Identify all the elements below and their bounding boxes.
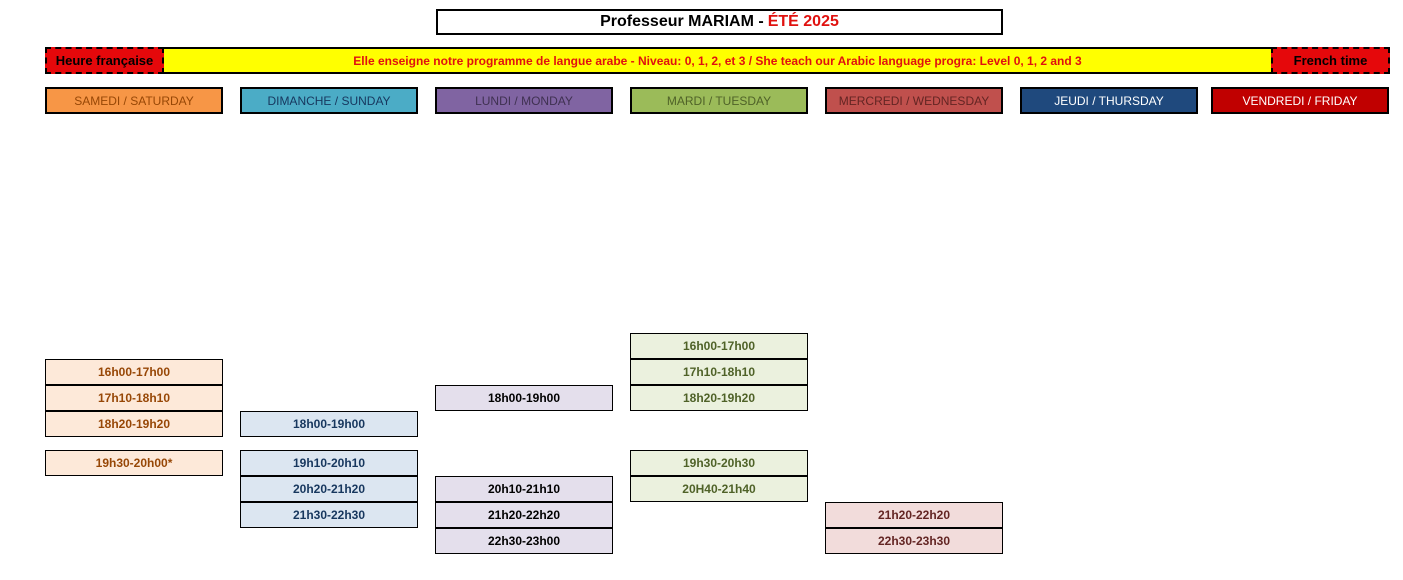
time-slot: 21h20-22h20 — [435, 502, 613, 528]
time-slot: 19h30-20h30 — [630, 450, 808, 476]
day-header-7: VENDREDI / FRIDAY — [1211, 87, 1389, 114]
time-slot: 18h20-19h20 — [630, 385, 808, 411]
time-slot: 17h10-18h10 — [630, 359, 808, 385]
time-slot: 22h30-23h00 — [435, 528, 613, 554]
time-slot: 18h00-19h00 — [240, 411, 418, 437]
time-slot: 21h30-22h30 — [240, 502, 418, 528]
day-header-1: SAMEDI / SATURDAY — [45, 87, 223, 114]
time-slot: 20h20-21h20 — [240, 476, 418, 502]
day-header-3: LUNDI / MONDAY — [435, 87, 613, 114]
day-header-5: MERCREDI / WEDNESDAY — [825, 87, 1003, 114]
time-slot: 16h00-17h00 — [630, 333, 808, 359]
page-title: Professeur MARIAM - ÉTÉ 2025 — [436, 9, 1003, 35]
time-slot: 19h10-20h10 — [240, 450, 418, 476]
title-season: ÉTÉ 2025 — [767, 13, 839, 30]
day-header-6: JEUDI / THURSDAY — [1020, 87, 1198, 114]
time-slot: 19h30-20h00* — [45, 450, 223, 476]
day-header-2: DIMANCHE / SUNDAY — [240, 87, 418, 114]
time-slot: 20h10-21h10 — [435, 476, 613, 502]
day-header-4: MARDI / TUESDAY — [630, 87, 808, 114]
time-slot: 18h20-19h20 — [45, 411, 223, 437]
time-slot: 20H40-21h40 — [630, 476, 808, 502]
time-slot: 18h00-19h00 — [435, 385, 613, 411]
french-time-label-en: French time — [1271, 47, 1390, 74]
time-slot: 17h10-18h10 — [45, 385, 223, 411]
program-banner: Elle enseigne notre programme de langue … — [164, 47, 1271, 74]
title-main: Professeur MARIAM - — [600, 13, 764, 30]
time-slot: 22h30-23h30 — [825, 528, 1003, 554]
french-time-label: Heure française — [45, 47, 164, 74]
time-slot: 21h20-22h20 — [825, 502, 1003, 528]
time-slot: 16h00-17h00 — [45, 359, 223, 385]
